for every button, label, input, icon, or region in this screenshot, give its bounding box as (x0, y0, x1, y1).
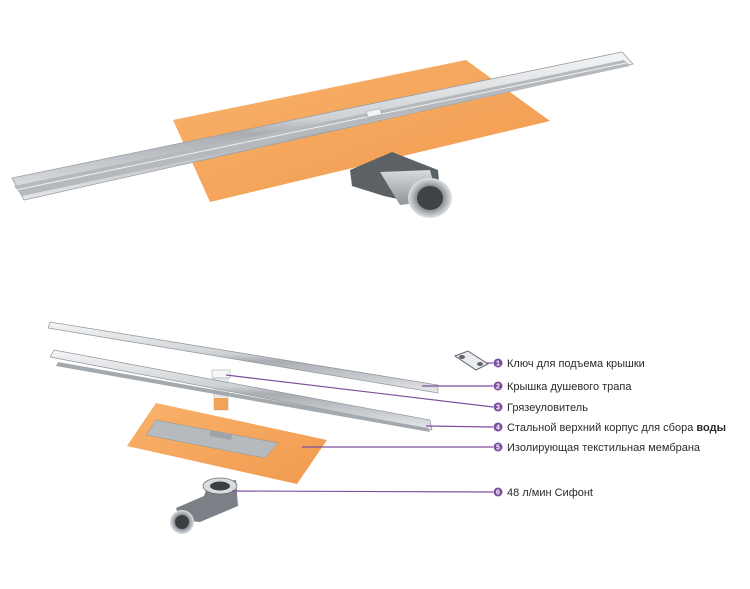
callout-6: 6 48 л/мин Сифонt (493, 487, 593, 499)
callout-text: 48 л/мин Сифонt (507, 487, 593, 499)
callout-number-badge (493, 442, 503, 452)
callout-number-badge (493, 381, 503, 391)
callout-text: Грязеуловитель (507, 402, 588, 414)
callout-number: 3 (496, 405, 500, 412)
callout-1: 1 Ключ для подъема крышки (493, 358, 645, 370)
assembled-drain (11, 51, 634, 218)
callout-number: 4 (496, 425, 500, 432)
callout-label: Грязеуловитель (507, 402, 588, 414)
assembled-logo-plate (366, 108, 382, 118)
callout-label: Стальной верхний корпус для сбора воды (507, 422, 726, 434)
callout-number: 6 (496, 490, 500, 497)
callout-label: Изолирующая текстильная мембрана (507, 442, 701, 454)
callout-text-bold: воды (696, 422, 726, 434)
exploded-dirt-trap (211, 369, 231, 379)
callout-lines (225, 362, 494, 493)
exploded-channel-body (49, 349, 433, 431)
callout-number: 5 (496, 445, 500, 452)
callout-4: 4 Стальной верхний корпус для сбора воды (493, 422, 726, 434)
lift-key-icon (453, 350, 490, 371)
callout-2: 2 Крышка душевого трапа (493, 381, 632, 393)
callout-list: 1 Ключ для подъема крышки 2 Крышка душевого… (493, 358, 726, 499)
exploded-view (47, 321, 490, 534)
callout-text: Стальной верхний корпус для сбора (507, 422, 696, 434)
callout-label: Ключ для подъема крышки (507, 358, 645, 370)
callout-text: Ключ для подъема крышки (507, 358, 645, 370)
exploded-cover (47, 321, 439, 394)
callout-5: 5 Изолирующая текстильная мембрана (493, 442, 701, 454)
callout-label: 48 л/мин Сифонt (507, 487, 593, 499)
callout-number-badge (493, 487, 503, 497)
callout-number-badge (493, 358, 503, 368)
callout-number-badge (493, 402, 503, 412)
callout-number: 1 (496, 361, 500, 368)
callout-label: Крышка душевого трапа (507, 381, 632, 393)
callout-3: 3 Грязеуловитель (493, 402, 588, 414)
callout-text: Изолирующая текстильная мембрана (507, 442, 701, 454)
callout-number-badge (493, 422, 503, 432)
callout-number: 2 (496, 384, 500, 391)
callout-text: Крышка душевого трапа (507, 381, 632, 393)
